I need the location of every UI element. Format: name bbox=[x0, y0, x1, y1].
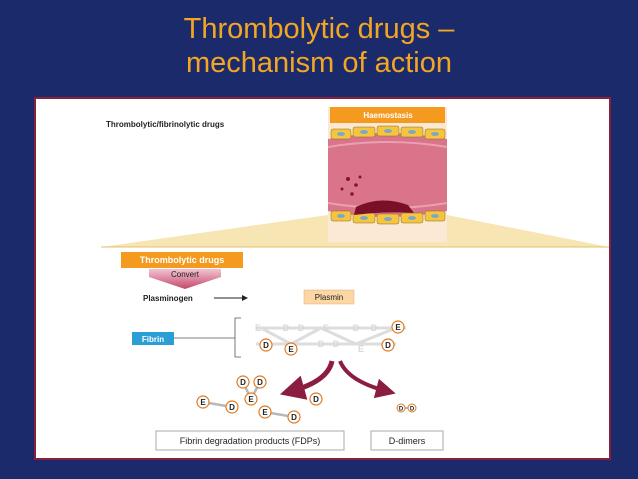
ddimer-box bbox=[370, 430, 444, 451]
slide-title-line1: Thrombolytic drugs – bbox=[183, 13, 455, 45]
svg-text:D: D bbox=[240, 378, 246, 387]
convert-label: Convert bbox=[171, 270, 200, 279]
svg-text:E: E bbox=[200, 398, 206, 407]
figure-heading: Thrombolytic/fibrinolytic drugs bbox=[106, 120, 225, 129]
fibrin-polymer: E D D E D D D D E E D E D bbox=[255, 320, 406, 356]
svg-text:D: D bbox=[385, 341, 391, 350]
svg-text:D: D bbox=[257, 378, 263, 387]
svg-text:D: D bbox=[410, 407, 415, 413]
svg-text:D: D bbox=[291, 413, 297, 422]
thrombolytic-drugs-box bbox=[121, 252, 243, 268]
svg-text:E: E bbox=[288, 345, 294, 354]
plasminogen-label: Plasminogen bbox=[143, 294, 193, 303]
svg-text:E: E bbox=[395, 323, 401, 332]
fibrin-label: Fibrin bbox=[142, 335, 164, 344]
svg-text:D: D bbox=[229, 403, 235, 412]
plasmin-box bbox=[303, 289, 355, 305]
thrombolytic-drugs-label: Thrombolytic drugs bbox=[140, 255, 225, 265]
convert-arrow bbox=[149, 269, 221, 289]
svg-text:E: E bbox=[255, 323, 261, 333]
svg-text:E: E bbox=[262, 408, 268, 417]
svg-text:D: D bbox=[333, 339, 340, 349]
svg-text:D: D bbox=[399, 407, 404, 413]
figure-panel: Thrombolytic/fibrinolytic drugs bbox=[34, 97, 611, 460]
fibrin-box bbox=[132, 332, 174, 345]
ddimer-cleavage-arrow bbox=[338, 360, 396, 399]
mechanism-diagram: Thrombolytic/fibrinolytic drugs bbox=[101, 107, 609, 451]
svg-text:D: D bbox=[313, 395, 319, 404]
svg-text:E: E bbox=[358, 344, 364, 354]
svg-text:D: D bbox=[318, 339, 325, 349]
fibrin-bracket bbox=[234, 317, 241, 358]
haemostasis-label: Haemostasis bbox=[363, 111, 413, 120]
plasmin-label: Plasmin bbox=[315, 293, 343, 302]
haemostasis-label-box bbox=[330, 107, 445, 123]
svg-text:D: D bbox=[263, 341, 269, 350]
slide-title-line2: mechanism of action bbox=[186, 47, 452, 79]
ddimer-label: D-dimers bbox=[389, 436, 426, 446]
svg-text:E: E bbox=[323, 323, 329, 333]
fdp-fragments: D D E E D E D D bbox=[196, 375, 323, 424]
fdp-cleavage-arrow bbox=[279, 360, 335, 400]
svg-text:D: D bbox=[283, 323, 290, 333]
ddimer-fragment: D D bbox=[396, 403, 417, 413]
svg-text:E: E bbox=[248, 395, 254, 404]
fdp-label: Fibrin degradation products (FDPs) bbox=[180, 436, 321, 446]
fdp-box bbox=[155, 430, 345, 451]
svg-text:D: D bbox=[353, 323, 360, 333]
blood-vessel-illustration: Haemostasis bbox=[327, 107, 448, 242]
svg-text:D: D bbox=[371, 323, 378, 333]
svg-text:D: D bbox=[298, 323, 305, 333]
